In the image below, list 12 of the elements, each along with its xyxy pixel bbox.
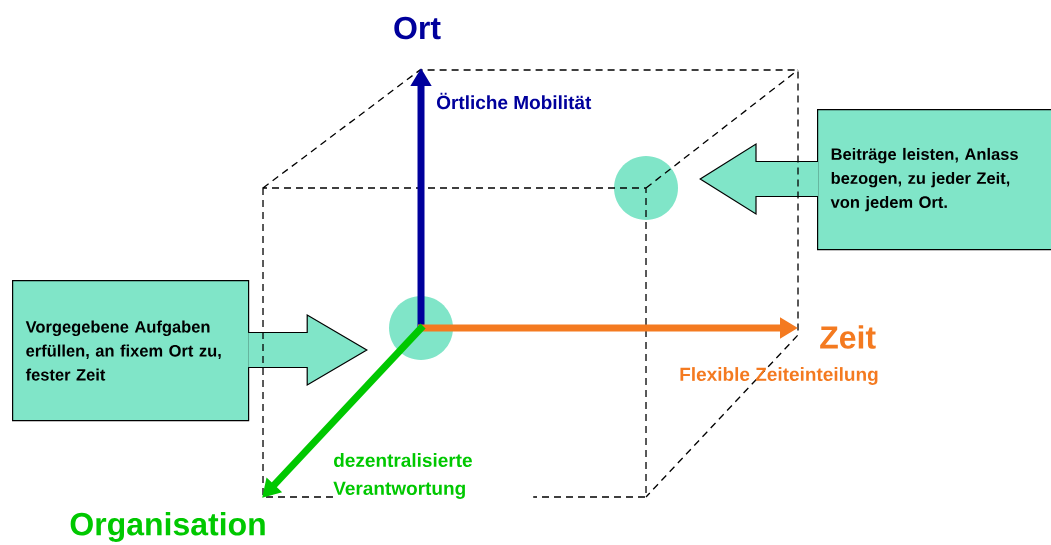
callout-box: Vorgegebene Aufgaben erfüllen, an fixem Ort zu, fester Zeit — [12, 280, 250, 422]
axis-caption: dezentralisierte Verantwortung — [333, 453, 534, 499]
axis-label: Zeit — [820, 325, 876, 349]
axis-caption: Örtliche Mobilität — [437, 92, 592, 110]
axis-caption: Flexible Zeiteinteilung — [680, 367, 878, 385]
axis-label: Organisation — [70, 512, 265, 542]
callout-box: Beiträge leisten, Anlass bezogen, zu jeder Zeit, von jedem Ort. — [817, 109, 1051, 251]
highlight-circle — [614, 156, 678, 220]
axis-label: Ort — [394, 16, 441, 40]
block-arrow — [699, 142, 819, 216]
block-arrow — [247, 313, 368, 387]
highlight-circle — [389, 296, 453, 360]
